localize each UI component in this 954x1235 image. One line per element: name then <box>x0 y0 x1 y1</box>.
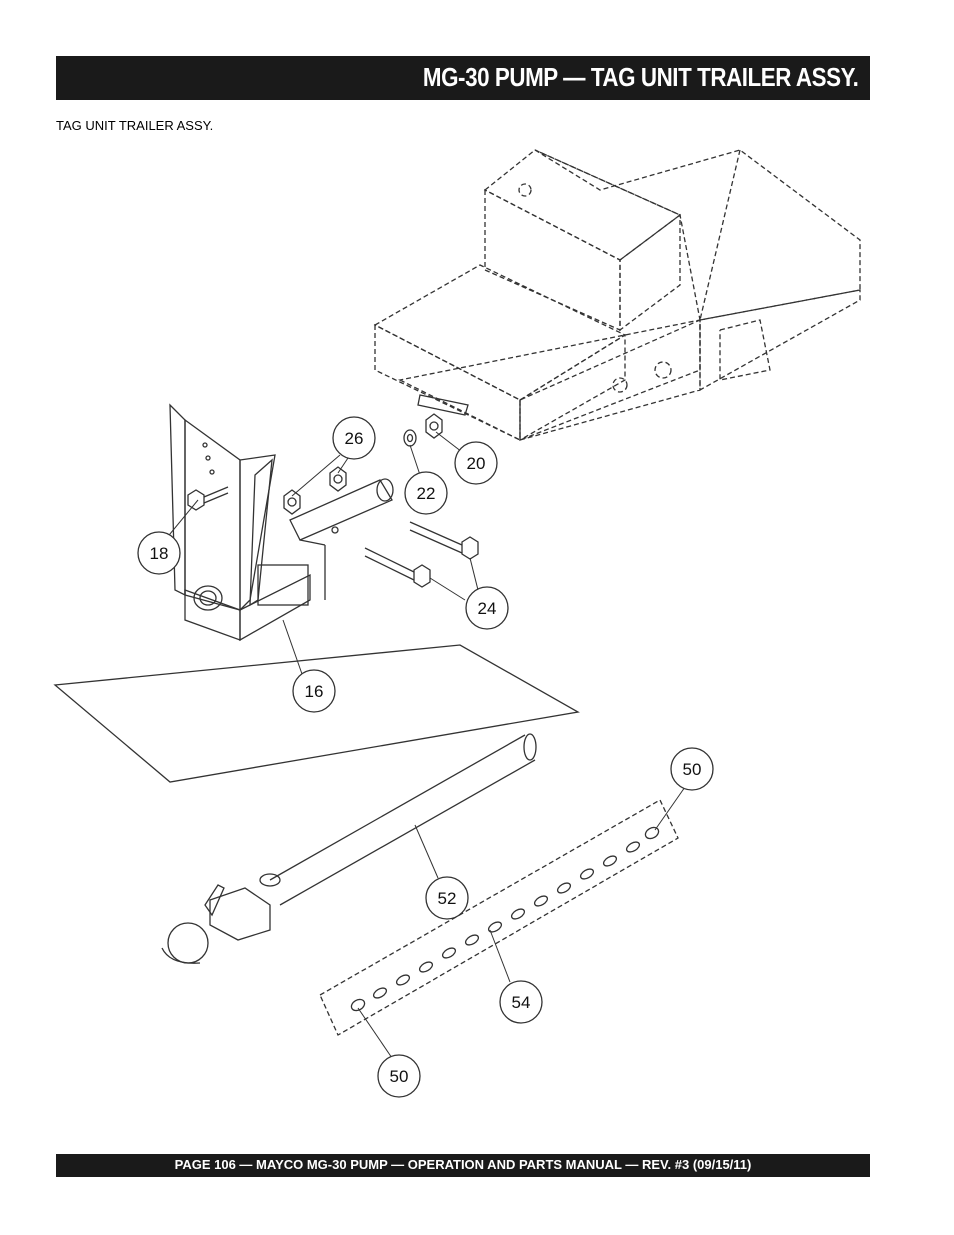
figure-caption: TAG UNIT TRAILER ASSY. <box>56 118 214 133</box>
tongue-tube-52 <box>161 733 537 964</box>
callout-50-bottom: 50 <box>377 1054 421 1098</box>
callout-20: 20 <box>454 441 498 485</box>
safety-chain-54 <box>319 799 679 1036</box>
callout-26: 26 <box>332 416 376 460</box>
leader-lines <box>164 431 686 1059</box>
svg-text:54: 54 <box>512 993 531 1012</box>
svg-text:50: 50 <box>390 1067 409 1086</box>
callout-50-top: 50 <box>670 747 714 791</box>
page-title-bar: MG-30 PUMP — TAG UNIT TRAILER ASSY. <box>56 56 870 100</box>
callout-18: 18 <box>137 531 181 575</box>
pump-body-phantom <box>373 149 861 442</box>
page-title: MG-30 PUMP — TAG UNIT TRAILER ASSY. <box>422 62 858 92</box>
svg-text:16: 16 <box>305 682 324 701</box>
svg-text:50: 50 <box>683 760 702 779</box>
callout-24: 24 <box>465 586 509 630</box>
svg-text:20: 20 <box>467 454 486 473</box>
callout-54: 54 <box>499 980 543 1024</box>
svg-text:18: 18 <box>150 544 169 563</box>
page-footer-bar: PAGE 106 — MAYCO MG-30 PUMP — OPERATION … <box>56 1154 870 1177</box>
bolts-24 <box>331 521 479 588</box>
callout-22: 22 <box>404 471 448 515</box>
nuts-26 <box>283 466 347 515</box>
tongue-bracket <box>169 403 394 642</box>
svg-text:52: 52 <box>438 889 457 908</box>
svg-text:22: 22 <box>417 484 436 503</box>
svg-text:24: 24 <box>478 599 497 618</box>
svg-text:26: 26 <box>345 429 364 448</box>
washer-22-nut-20 <box>403 394 469 447</box>
callout-52: 52 <box>425 876 469 920</box>
bolt-18 <box>187 486 229 511</box>
page-footer: PAGE 106 — MAYCO MG-30 PUMP — OPERATION … <box>174 1157 752 1172</box>
ground-plane <box>53 644 580 783</box>
callout-16: 16 <box>292 669 336 713</box>
